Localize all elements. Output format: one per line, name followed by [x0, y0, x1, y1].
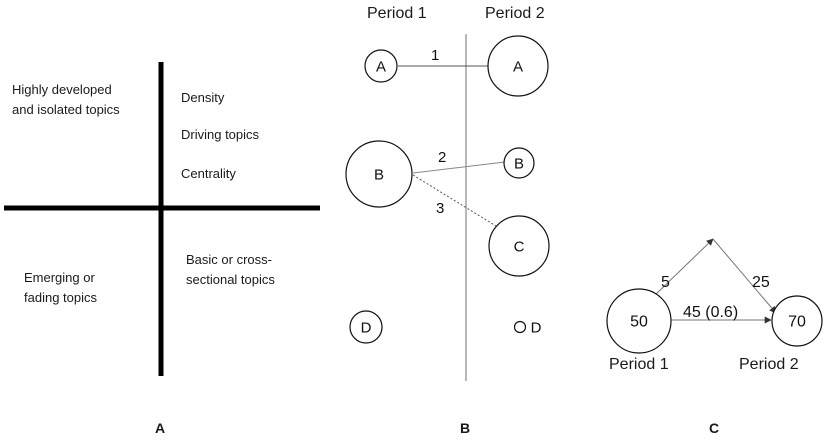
node-d-period-2: [513, 320, 527, 334]
quadrant-top-left-line-2: and isolated topics: [12, 102, 120, 117]
density-label: Density: [181, 90, 225, 105]
node-b-period-1: [345, 140, 413, 208]
panel-b-period-2-label: Period 2: [485, 5, 545, 22]
panel-c-label: C: [709, 420, 720, 436]
node-a-period-2: [487, 35, 549, 97]
panel-b-period-1-label: Period 1: [367, 5, 427, 22]
edge-label-2: 2: [438, 149, 446, 166]
quadrant-top-left-line-1: Highly developed: [12, 82, 112, 97]
panel-c-period-1-label: Period 1: [609, 356, 669, 373]
node-d-period-2-label: D: [531, 320, 542, 337]
node-period-1-c-label: 50: [630, 314, 648, 331]
node-d-period-1: [349, 310, 383, 344]
edge-label-3: 3: [436, 200, 444, 217]
quadrant-bottom-right-label: Basic or cross- sectional topics: [186, 250, 275, 290]
node-b-period-2: [503, 147, 535, 179]
quadrant-bottom-left-label: Emerging or fading topics: [24, 268, 97, 308]
edge-down-arrow: [712, 238, 777, 314]
edge-up-arrow: [653, 238, 714, 297]
edge-direct-label: 45 (0.6): [683, 304, 738, 321]
node-a-period-2-label: A: [513, 59, 523, 76]
edge-b-b: [412, 161, 506, 174]
panel-b-label: B: [460, 420, 471, 436]
node-a-period-1: [364, 49, 398, 83]
panel-c-period-2-label: Period 2: [739, 356, 799, 373]
node-period-2-c-label: 70: [788, 314, 806, 331]
driving-topics-label: Driving topics: [181, 127, 260, 142]
node-period-2-c: [771, 295, 823, 347]
node-c-period-2: [488, 215, 550, 277]
node-c-period-2-label: C: [514, 239, 525, 256]
edge-b-c-dashed: [412, 174, 497, 227]
centrality-label: Centrality: [181, 166, 236, 181]
edge-down-label: 25: [752, 274, 770, 291]
quadrant-bottom-left-line-2: fading topics: [24, 290, 97, 305]
edge-label-1: 1: [431, 47, 439, 64]
node-d-period-1-label: D: [361, 320, 372, 337]
quadrant-top-left-label: Highly developed and isolated topics: [12, 80, 120, 120]
node-b-period-1-label: B: [374, 167, 384, 184]
quadrant-bottom-right-line-1: Basic or cross-: [186, 252, 272, 267]
quadrant-bottom-right-line-2: sectional topics: [186, 272, 275, 287]
quadrant-bottom-left-line-1: Emerging or: [24, 270, 95, 285]
panel-a-label: A: [155, 420, 166, 436]
node-b-period-2-label: B: [514, 156, 524, 173]
node-a-period-1-label: A: [376, 59, 386, 76]
edge-up-label: 5: [661, 274, 670, 291]
node-period-1-c: [606, 288, 672, 354]
